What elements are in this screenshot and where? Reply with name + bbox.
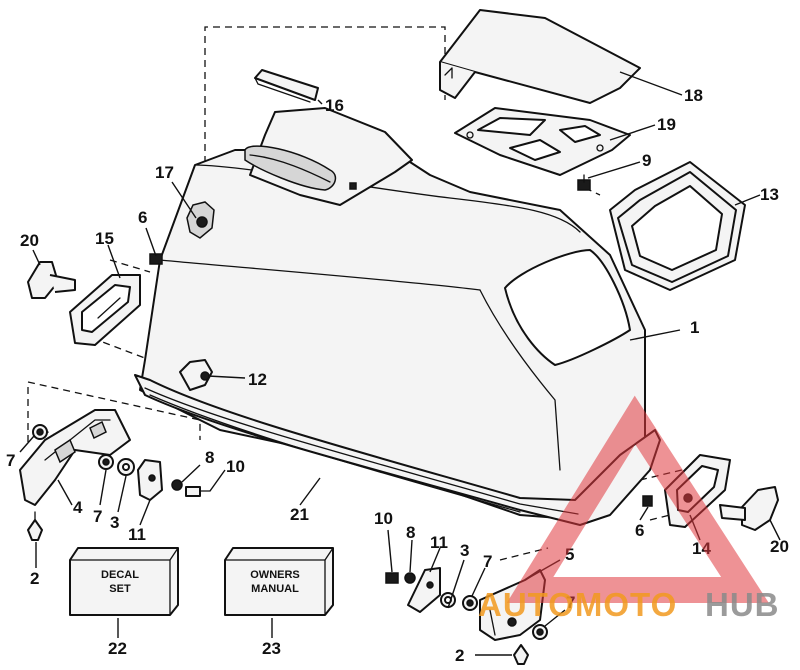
part-20-latch-left: [27, 261, 76, 299]
callout-7-right-a: 7: [483, 552, 492, 571]
part-13-window-gasket: [609, 161, 746, 291]
part-8-washer-left: [171, 479, 183, 491]
watermark: AUTOMOTO HUB: [478, 395, 780, 623]
callout-12: 12: [248, 370, 267, 389]
callout-7-left-a: 7: [6, 451, 15, 470]
callout-2-left: 2: [30, 569, 39, 588]
part-2-pin-left: [27, 511, 43, 541]
part-9-screw: [577, 174, 591, 191]
callout-13: 13: [760, 185, 779, 204]
callout-2-right: 2: [455, 646, 464, 665]
callout-10-right: 10: [374, 509, 393, 528]
part-17-knob: [186, 201, 215, 239]
callout-4: 4: [73, 498, 83, 517]
part-4-bracket: [19, 409, 131, 506]
owners-manual-box: OWNERS MANUAL: [224, 547, 334, 616]
callout-6-left: 6: [138, 208, 147, 227]
callout-20-right: 20: [770, 537, 789, 556]
part-18-top-cover: [439, 9, 641, 104]
callout-7-left-b: 7: [93, 507, 102, 526]
part-16-seal-strip: [254, 69, 319, 103]
callout-16: 16: [325, 96, 344, 115]
part-11-plate-left: [137, 459, 163, 501]
callout-8-left: 8: [205, 448, 214, 467]
watermark-text-orange: AUTOMOTO: [478, 586, 677, 623]
part-10-bolt-right: [385, 572, 399, 584]
part-8-washer-right: [404, 572, 416, 584]
callout-6-right: 6: [635, 521, 644, 540]
callout-21: 21: [290, 505, 309, 524]
part-6-screw-left: [149, 253, 163, 265]
part-7-nut-left-b: [98, 454, 114, 470]
part-11-plate-right: [407, 567, 441, 613]
callout-1: 1: [690, 318, 699, 337]
callout-18: 18: [684, 86, 703, 105]
manual-box-line2: MANUAL: [251, 583, 299, 595]
callout-8-right: 8: [406, 523, 415, 542]
engine-cover-cowl: [134, 149, 661, 526]
callout-9: 9: [642, 151, 651, 170]
watermark-triangle: [506, 395, 769, 603]
part-3-washer-left: [117, 458, 135, 476]
leader-lines: [19, 71, 781, 656]
part-6-screw-right: [642, 495, 653, 507]
part-15-plate: [69, 274, 141, 346]
part-10-bolt-left: [185, 486, 211, 497]
callout-17: 17: [155, 163, 174, 182]
part-7-nut-right-b: [532, 624, 548, 640]
part-7-nut-right-a: [462, 595, 478, 611]
callout-22: 22: [108, 639, 127, 658]
callout-5: 5: [565, 545, 574, 564]
callout-20-left: 20: [20, 231, 39, 250]
decal-box-line1: DECAL: [101, 569, 139, 581]
callout-3-right: 3: [460, 541, 469, 560]
watermark-text-grey: HUB: [705, 586, 780, 623]
air-intake: [244, 107, 413, 206]
part-19-gasket-plate: [454, 107, 631, 176]
decal-set-box: DECAL SET: [69, 547, 179, 616]
callout-11-left: 11: [128, 525, 146, 544]
callout-10-left: 10: [226, 457, 245, 476]
part-20-latch-right: [719, 486, 779, 531]
decal-box-line2: SET: [109, 583, 131, 595]
callout-11-right: 11: [430, 533, 448, 552]
part-2-pin-right: [513, 644, 529, 665]
part-7-nut-left-a: [32, 424, 48, 440]
manual-box-line1: OWNERS: [250, 569, 300, 581]
callout-15: 15: [95, 229, 114, 248]
callout-23: 23: [262, 639, 281, 658]
callout-3-left: 3: [110, 513, 119, 532]
callout-19: 19: [657, 115, 676, 134]
